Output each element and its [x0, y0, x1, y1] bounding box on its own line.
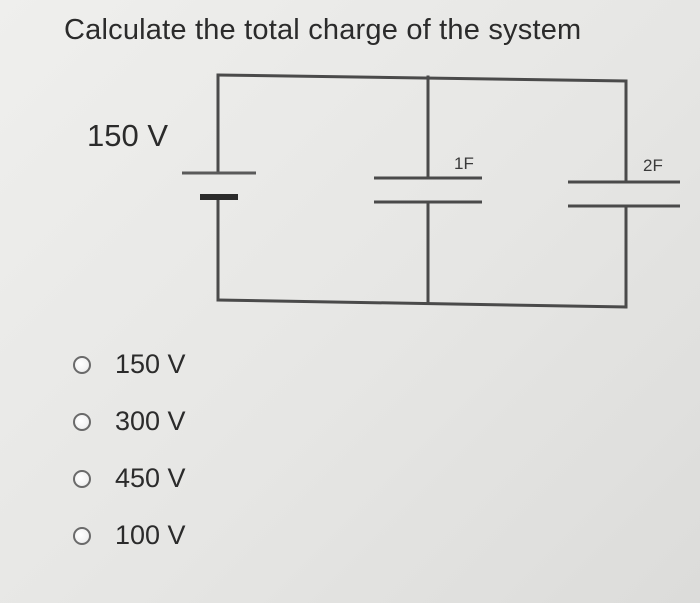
answer-option-label: 100 V: [115, 520, 186, 550]
answer-option-label: 150 V: [115, 349, 186, 379]
answer-option-4[interactable]: 100 V: [70, 507, 186, 564]
radio-button[interactable]: [73, 526, 91, 545]
wire-bottom: [216, 298, 628, 309]
radio-button[interactable]: [73, 355, 91, 374]
question-text: Calculate the total charge of the system: [64, 14, 582, 46]
answer-option-label: 450 V: [115, 463, 186, 493]
capacitor-1-symbol: [374, 176, 482, 204]
answer-options: 150 V 300 V 450 V 100 V: [70, 336, 186, 564]
capacitor-2-symbol: [568, 180, 680, 208]
radio-button[interactable]: [73, 412, 91, 431]
wire-top: [216, 73, 628, 83]
capacitor-2-label: 2F: [643, 156, 663, 175]
answer-option-2[interactable]: 300 V: [70, 393, 186, 450]
radio-button[interactable]: [73, 469, 91, 488]
answer-option-label: 300 V: [115, 406, 186, 436]
answer-option-3[interactable]: 450 V: [70, 450, 186, 507]
capacitor-1-label: 1F: [454, 154, 474, 173]
source-voltage-label: 150 V: [87, 118, 169, 153]
battery-symbol: [182, 171, 256, 200]
answer-option-1[interactable]: 150 V: [70, 336, 186, 393]
